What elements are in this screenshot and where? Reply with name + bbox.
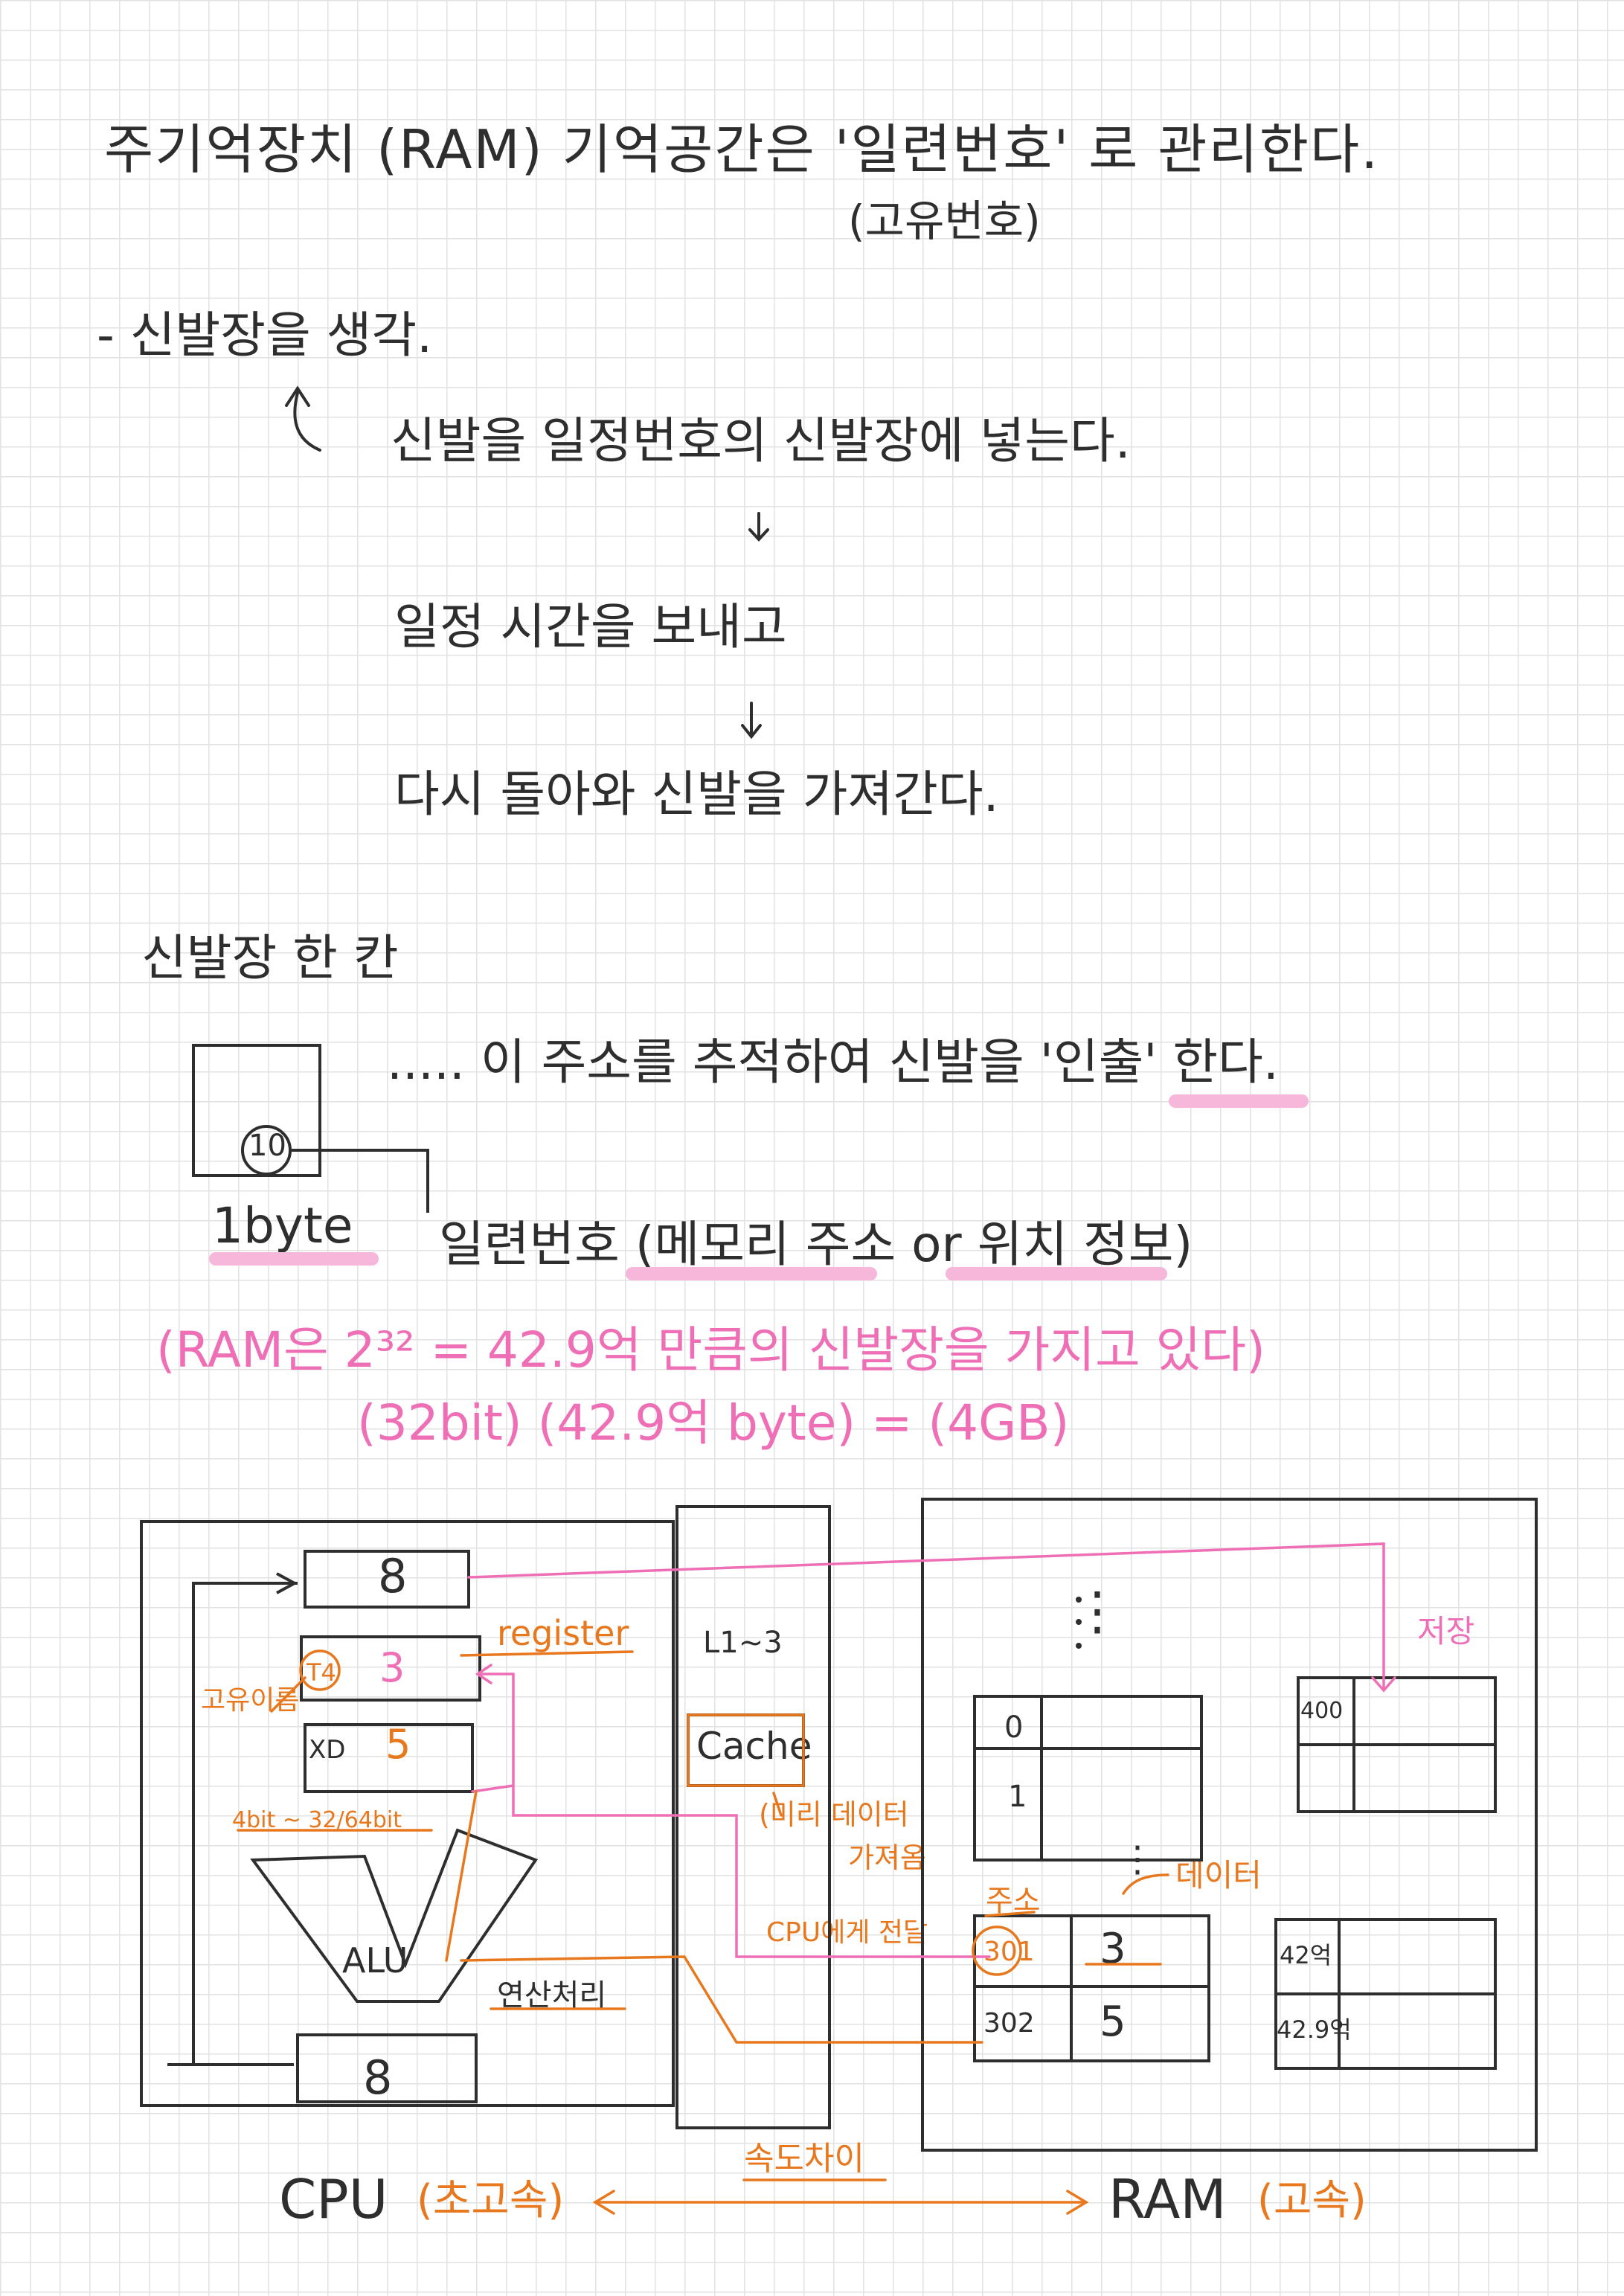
register-label: register [497, 1613, 629, 1653]
speed-diff-label: 속도차이 [744, 2140, 864, 2178]
alu-label: ALU [342, 1940, 408, 1981]
ram-row-301-data: 3 [1100, 1925, 1126, 1973]
register-underline [460, 1650, 634, 1657]
analogy-step-1: 신발을 일정번호의 신발장에 넣는다. [391, 412, 1131, 469]
cache-label: Cache [696, 1725, 812, 1768]
register-value-3: 5 [385, 1721, 411, 1768]
ram-capacity-note-2: (32bit) (42.9억 byte) = (4GB) [357, 1394, 1070, 1452]
ram-table-bottom-lines [975, 1916, 1209, 2061]
analogy-arrows [285, 385, 769, 740]
slot-number-circle [241, 1125, 292, 1176]
cache-frame [675, 1505, 831, 2129]
transfer-label: CPU에게 전달 [766, 1917, 928, 1948]
speed-arrow-left [592, 2190, 615, 2215]
ram-addr-1: 1 [1008, 1780, 1027, 1814]
page-title: 주기억장치 (RAM) 기억공간은 '일련번호' 로 관리한다. [104, 118, 1380, 181]
ram-table-top-lines [975, 1696, 1201, 1860]
curl-arrow [293, 391, 321, 452]
register-tag-xd: XD [309, 1735, 346, 1765]
title-paren-note: (고유번호) [848, 196, 1041, 246]
analogy-step-2: 일정 시간을 보내고 [394, 598, 787, 655]
register-1 [304, 1550, 470, 1609]
cpu-loop-line [192, 1582, 298, 2066]
ram-table-top [973, 1695, 1203, 1862]
ram-store-lines [1298, 1678, 1495, 1812]
ram-capacity-note: (RAM은 2³² = 42.9억 만큼의 신발장을 가지고 있다) [156, 1321, 1265, 1379]
register-2 [300, 1635, 481, 1702]
ram-far-lines [1276, 1920, 1495, 2068]
ram-row-302-data: 5 [1100, 1998, 1126, 2046]
down-arrow-2-head [741, 724, 762, 740]
address-301-circle [972, 1925, 1022, 1976]
data-pointer [1122, 1873, 1169, 1895]
loop-arrow-head [276, 1572, 298, 1594]
store-flow-head [1371, 1676, 1396, 1693]
ram-frame [921, 1498, 1538, 2152]
analogy-step-3: 다시 돌아와 신발을 가져간다. [394, 766, 999, 823]
decorative-dots [1076, 1597, 1082, 1649]
unique-name-pointer [270, 1676, 306, 1713]
alu-to-register-line [445, 1790, 478, 1962]
cache-note-1: (미리 데이터 [759, 1798, 909, 1831]
orange-annotations [237, 1649, 1169, 2215]
cache-box-highlight [687, 1713, 805, 1787]
diagram-frames [140, 1498, 1538, 2152]
ram-top-dots: ⋮ [1071, 1580, 1123, 1641]
store-flow-line [467, 1542, 1385, 1690]
cpu-speed-label: (초고속) [417, 2176, 565, 2225]
register-value-2: 3 [379, 1644, 405, 1691]
ram-far-addr-1: 42억 [1280, 1941, 1332, 1969]
t4-circle [299, 1649, 341, 1691]
slot-box-number: 10 [248, 1129, 286, 1163]
register-value-1: 8 [378, 1549, 408, 1603]
cache-level: L1~3 [703, 1626, 783, 1660]
analogy-heading: - 신발장을 생각. [97, 307, 433, 364]
fetch-flow-head [475, 1664, 492, 1684]
ram-speed-label: (고속) [1257, 2176, 1367, 2225]
data-label: 데이터 [1175, 1857, 1262, 1893]
cache-note-2: 가져옴 [848, 1841, 926, 1874]
bit-width-note: 4bit ~ 32/64bit [232, 1807, 402, 1833]
ram-row-302-addr: 302 [983, 2008, 1035, 2039]
shoe-slot-box [192, 1044, 321, 1177]
serial-number-label: 일련번호 (메모리 주소 or 위치 정보) [439, 1216, 1193, 1273]
store-addr: 400 [1300, 1698, 1344, 1724]
pink-flow [467, 1542, 1396, 1958]
fetch-flow-line [512, 1673, 991, 1958]
result-value: 8 [363, 2050, 393, 2105]
alu-to-ram-line [460, 1955, 983, 2044]
register-tag-t4: T4 [306, 1658, 336, 1687]
address-underline [984, 1911, 1036, 1917]
alu-shape [250, 1828, 539, 2003]
register-3-flow [471, 1784, 515, 1793]
slot-note: ..... 이 주소를 추적하여 신발을 '인출' 한다. [387, 1033, 1279, 1091]
cache-box [687, 1713, 805, 1787]
ram-table-bottom [973, 1914, 1210, 2062]
shoe-slot [192, 1044, 429, 1213]
register-3 [304, 1723, 474, 1793]
slot-heading: 신발장 한 칸 [141, 929, 399, 987]
highlight-marks [209, 1094, 1309, 1280]
address-label: 주소 [986, 1884, 1041, 1918]
ram-label: RAM [1108, 2168, 1227, 2231]
speed-arrow-right [1066, 2190, 1089, 2215]
slot-leader-line [292, 1149, 429, 1213]
cache-note-pointer [772, 1792, 783, 1817]
cpu-frame [140, 1520, 675, 2107]
ram-addr-0: 0 [1004, 1710, 1024, 1745]
down-arrow-1-head [748, 528, 769, 542]
slot-size-label: 1byte [212, 1197, 353, 1254]
result-register [296, 2033, 478, 2103]
calc-label: 연산처리 [497, 1978, 607, 2013]
ram-row-301-addr: 301 [983, 1937, 1035, 1967]
curl-arrow-head [285, 385, 310, 407]
cpu-label: CPU [279, 2168, 388, 2231]
store-label: 저장 [1417, 1613, 1475, 1649]
